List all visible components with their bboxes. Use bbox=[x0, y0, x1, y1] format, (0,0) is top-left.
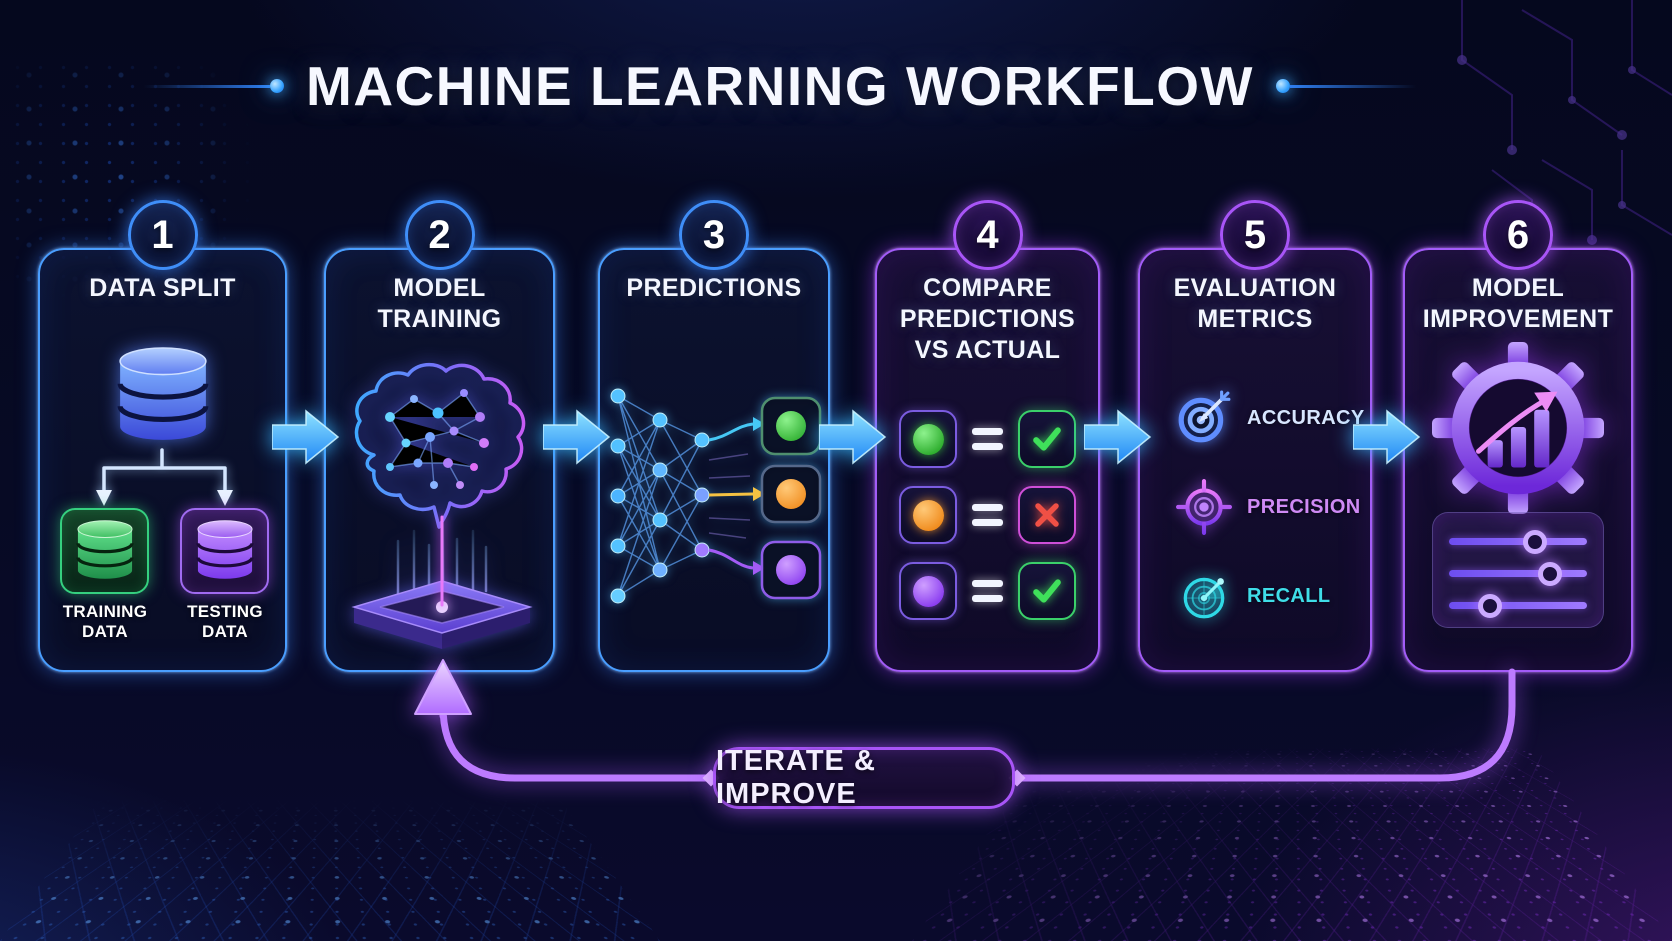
precision-label: PRECISION bbox=[1247, 495, 1361, 518]
page-title: MACHINE LEARNING WORKFLOW bbox=[306, 55, 1254, 117]
purple-dot-icon bbox=[912, 575, 944, 607]
step-badge-5: 5 bbox=[1220, 200, 1290, 270]
step-number: 1 bbox=[151, 212, 174, 257]
network-mesh-right-decoration bbox=[912, 748, 1672, 941]
comparison-rows bbox=[877, 410, 1098, 638]
testing-data-box bbox=[180, 508, 269, 594]
green-dot-icon bbox=[912, 423, 944, 455]
check-icon bbox=[1033, 579, 1061, 603]
prediction-box bbox=[899, 562, 957, 620]
bar-chart-icon bbox=[1487, 409, 1550, 468]
step-title: MODEL TRAINING bbox=[377, 274, 502, 333]
testing-data-label: TESTING DATA bbox=[187, 602, 263, 642]
slider bbox=[1449, 561, 1587, 586]
recall-label: RECALL bbox=[1247, 584, 1331, 607]
step-panel-model-training: 2 MODEL TRAINING bbox=[324, 200, 555, 672]
testing-database-icon bbox=[195, 520, 254, 579]
gear-growth-icon bbox=[1432, 342, 1604, 514]
database-icon bbox=[117, 347, 209, 440]
orange-dot-icon bbox=[912, 499, 944, 531]
circuit-traces-decoration bbox=[1457, 0, 1672, 254]
step-title: COMPARE PREDICTIONS VS ACTUAL bbox=[899, 274, 1076, 364]
brain-icon bbox=[354, 362, 526, 529]
prediction-dot-orange bbox=[776, 479, 806, 509]
slider bbox=[1449, 529, 1587, 554]
loop-path-left bbox=[439, 705, 715, 782]
prediction-output-boxes bbox=[760, 396, 822, 600]
metric-row-accuracy: ACCURACY bbox=[1140, 390, 1370, 446]
flow-arrow-1 bbox=[272, 409, 340, 465]
equals-sign bbox=[972, 428, 1003, 450]
step-badge-6: 6 bbox=[1483, 200, 1553, 270]
match-box bbox=[1018, 410, 1076, 468]
check-icon bbox=[1033, 427, 1061, 451]
step-badge-4: 4 bbox=[952, 200, 1023, 270]
comparison-row bbox=[877, 562, 1098, 620]
brain-chip-icon bbox=[351, 362, 533, 649]
prediction-arrows bbox=[708, 417, 765, 575]
iterate-improve-label: ITERATE & IMPROVE bbox=[716, 745, 876, 810]
slider-knob bbox=[1537, 561, 1562, 586]
prediction-box bbox=[899, 410, 957, 468]
target-icon bbox=[1178, 390, 1231, 443]
step-number: 6 bbox=[1506, 212, 1530, 257]
slider-knob bbox=[1478, 593, 1503, 618]
step-panel-data-split: 1 DATA SPLIT bbox=[38, 200, 287, 672]
neural-network-icon bbox=[610, 388, 822, 604]
metric-row-precision: PRECISION bbox=[1140, 479, 1370, 535]
step-number: 5 bbox=[1243, 212, 1267, 257]
metric-row-recall: RECALL bbox=[1140, 568, 1370, 624]
title-decor-right bbox=[1275, 79, 1416, 93]
sliders-icon bbox=[1432, 512, 1604, 628]
crosshair-icon bbox=[1176, 479, 1232, 535]
mismatch-box bbox=[1018, 486, 1076, 544]
flow-arrow-5 bbox=[1353, 409, 1421, 465]
step-number: 3 bbox=[702, 212, 726, 257]
title-decor-left bbox=[144, 79, 285, 93]
iterate-improve-pill: ITERATE & IMPROVE bbox=[713, 745, 1015, 810]
slider bbox=[1449, 593, 1587, 618]
step-title: EVALUATION METRICS bbox=[1173, 274, 1337, 333]
metric-rows: ACCURACY PRECISION bbox=[1140, 390, 1370, 657]
training-database-icon bbox=[75, 520, 134, 579]
step-title: PREDICTIONS bbox=[626, 274, 802, 302]
step-number: 2 bbox=[428, 212, 451, 257]
training-data-label: TRAINING DATA bbox=[62, 602, 148, 642]
glow-dot-icon bbox=[1275, 79, 1290, 93]
split-connector-arrows bbox=[96, 448, 233, 506]
cross-icon bbox=[1035, 503, 1059, 527]
step-badge-1: 1 bbox=[127, 200, 198, 270]
growth-arrow-icon bbox=[1476, 391, 1558, 454]
flow-arrow-4 bbox=[1084, 409, 1152, 465]
accuracy-label: ACCURACY bbox=[1247, 406, 1365, 429]
match-box bbox=[1018, 562, 1076, 620]
comparison-row bbox=[877, 410, 1098, 468]
step-title: DATA SPLIT bbox=[89, 274, 236, 302]
equals-sign bbox=[972, 504, 1003, 526]
step-title: MODEL IMPROVEMENT bbox=[1422, 274, 1614, 333]
glow-dot-icon bbox=[270, 79, 285, 93]
slider-knob bbox=[1522, 529, 1547, 554]
step-panel-predictions: 3 PREDICTIONS bbox=[598, 200, 830, 672]
step-panel-evaluation: 5 EVALUATION METRICS ACCURACY bbox=[1138, 200, 1372, 672]
header: MACHINE LEARNING WORKFLOW bbox=[0, 54, 1616, 118]
prediction-dot-green bbox=[776, 411, 806, 441]
chip-icon bbox=[351, 580, 533, 649]
step-panel-compare: 4 COMPARE PREDICTIONS VS ACTUAL bbox=[875, 200, 1100, 672]
prediction-box bbox=[899, 486, 957, 544]
comparison-row bbox=[877, 486, 1098, 544]
training-data-box bbox=[60, 508, 149, 594]
prediction-dot-purple bbox=[776, 555, 806, 585]
flow-arrow-3 bbox=[819, 409, 887, 465]
radar-icon bbox=[1183, 577, 1225, 619]
step-badge-3: 3 bbox=[679, 200, 749, 270]
step-number: 4 bbox=[976, 212, 999, 257]
step-panel-improvement: 6 MODEL IMPROVEMENT bbox=[1403, 200, 1633, 672]
step-badge-2: 2 bbox=[404, 200, 475, 270]
network-mesh-left-decoration bbox=[0, 790, 660, 941]
equals-sign bbox=[972, 580, 1003, 602]
flow-arrow-2 bbox=[543, 409, 611, 465]
